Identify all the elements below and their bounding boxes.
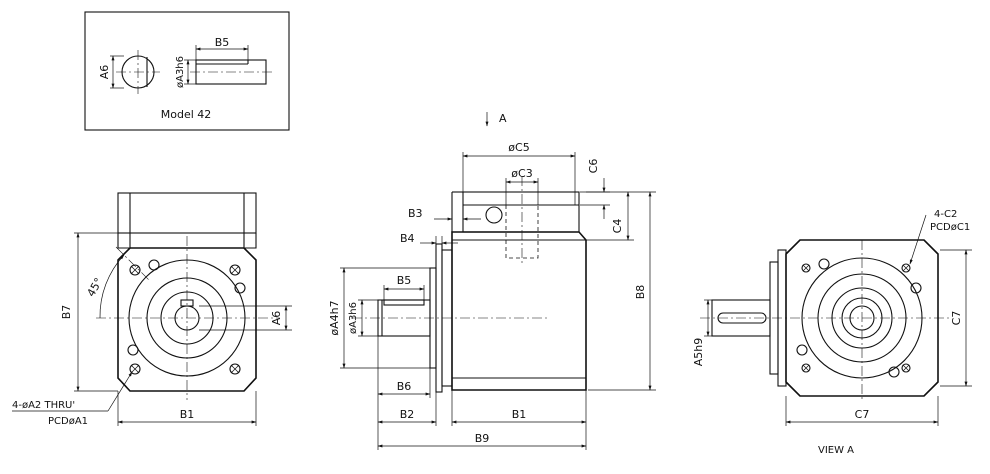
front-b1-label: B1 xyxy=(180,408,195,421)
side-b4-label: B4 xyxy=(400,232,415,245)
side-housing-outline xyxy=(451,231,587,391)
side-b2-label: B2 xyxy=(400,408,415,421)
side-b6-label: B6 xyxy=(397,380,412,393)
end-view: 4-C2 PCDøC1 A5h9 C7 C7 VIEW A xyxy=(692,209,972,456)
inset-a3-label: øA3h6 xyxy=(175,56,186,88)
view-arrow-label: A xyxy=(499,112,507,125)
inset-frame xyxy=(84,11,290,131)
front-pcd-note: PCDøA1 xyxy=(48,416,88,427)
inset-b5-label: B5 xyxy=(215,36,230,49)
side-b3-label: B3 xyxy=(408,207,423,220)
model-42-inset: A6 øA3h6 B5 Model 42 xyxy=(84,11,290,131)
inset-caption: Model 42 xyxy=(161,108,212,121)
front-b7-label: B7 xyxy=(60,305,73,320)
front-holes-note: 4-øA2 THRU' xyxy=(12,400,75,411)
side-c5-label: øC5 xyxy=(508,141,529,154)
side-b9-label: B9 xyxy=(475,432,490,445)
end-view-title: VIEW A xyxy=(818,445,854,456)
end-pcd-note: PCDøC1 xyxy=(930,222,970,233)
side-view: øC5 øC3 C6 C4 B8 B3 B4 xyxy=(328,141,656,450)
end-a5-label: A5h9 xyxy=(692,338,705,367)
inset-a6-label: A6 xyxy=(98,65,111,80)
side-b5-label: B5 xyxy=(397,274,412,287)
end-view-mounting-holes xyxy=(796,258,922,378)
side-a3-label: øA3h6 xyxy=(348,302,359,334)
view-a-arrow: A xyxy=(485,112,507,127)
side-b1-label: B1 xyxy=(512,408,527,421)
front-a6-label: A6 xyxy=(270,311,283,326)
end-c7-right-label: C7 xyxy=(950,311,963,326)
end-c2-note: 4-C2 xyxy=(934,209,957,220)
front-mounting-holes xyxy=(127,259,246,375)
side-c4-label: C4 xyxy=(611,219,624,234)
side-c6-label: C6 xyxy=(587,159,600,174)
side-a4-label: øA4h7 xyxy=(328,300,341,335)
front-view: B7 45° A6 B1 4-øA2 THRU' PCDøA1 xyxy=(12,192,292,427)
side-c3-label: øC3 xyxy=(511,167,532,180)
end-c7-bottom-label: C7 xyxy=(855,408,870,421)
side-b8-label: B8 xyxy=(634,285,647,300)
